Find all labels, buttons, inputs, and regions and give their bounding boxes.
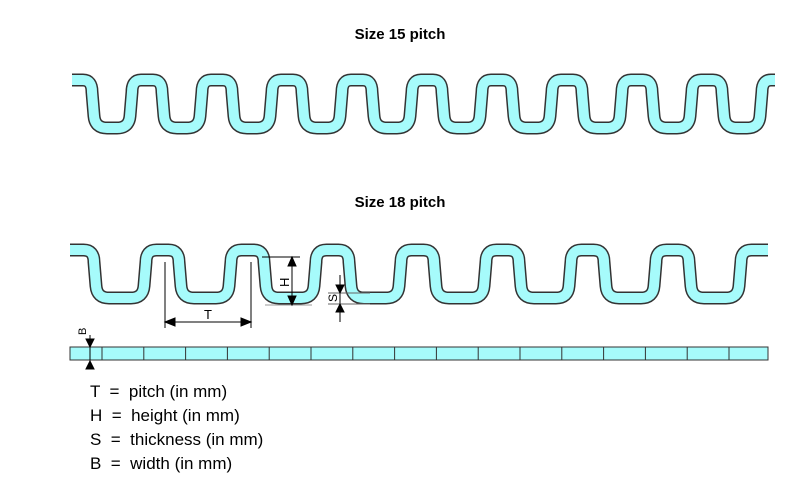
- legend-height: H = height (in mm): [90, 406, 240, 425]
- s-arrow-up-icon: [335, 302, 345, 313]
- b-arrow-down-icon: [85, 338, 95, 349]
- wave-profile-size-15: [72, 73, 778, 135]
- s-arrow-down-icon: [335, 284, 345, 295]
- wave-path: [70, 245, 768, 303]
- wave-path: [72, 75, 776, 133]
- legend-width: B = width (in mm): [90, 454, 233, 473]
- h-arrow-up-icon: [287, 255, 297, 267]
- t-arrow-left-icon: [163, 317, 176, 327]
- legend: T = pitch (in mm) H = height (in mm) S =…: [90, 380, 263, 476]
- wave-profile-size-18: [70, 243, 768, 305]
- strip-body: [69, 346, 769, 361]
- title-size-18: Size 18 pitch: [354, 194, 446, 211]
- t-arrow-right-icon: [240, 317, 253, 327]
- legend-thickness: S = thickness (in mm): [90, 430, 264, 449]
- s-label: S: [326, 294, 340, 302]
- legend-pitch: T = pitch (in mm): [90, 382, 228, 401]
- b-arrow-up-icon: [85, 359, 95, 370]
- t-label: T: [204, 307, 212, 322]
- title-size-15: Size 15 pitch: [354, 26, 446, 43]
- h-arrow-down-icon: [287, 295, 297, 307]
- strip-width-view: [69, 346, 769, 361]
- dimension-annotations: T H S B: [77, 255, 370, 370]
- b-label: B: [77, 328, 89, 335]
- wave-path: [72, 73, 778, 135]
- h-label: H: [277, 278, 292, 287]
